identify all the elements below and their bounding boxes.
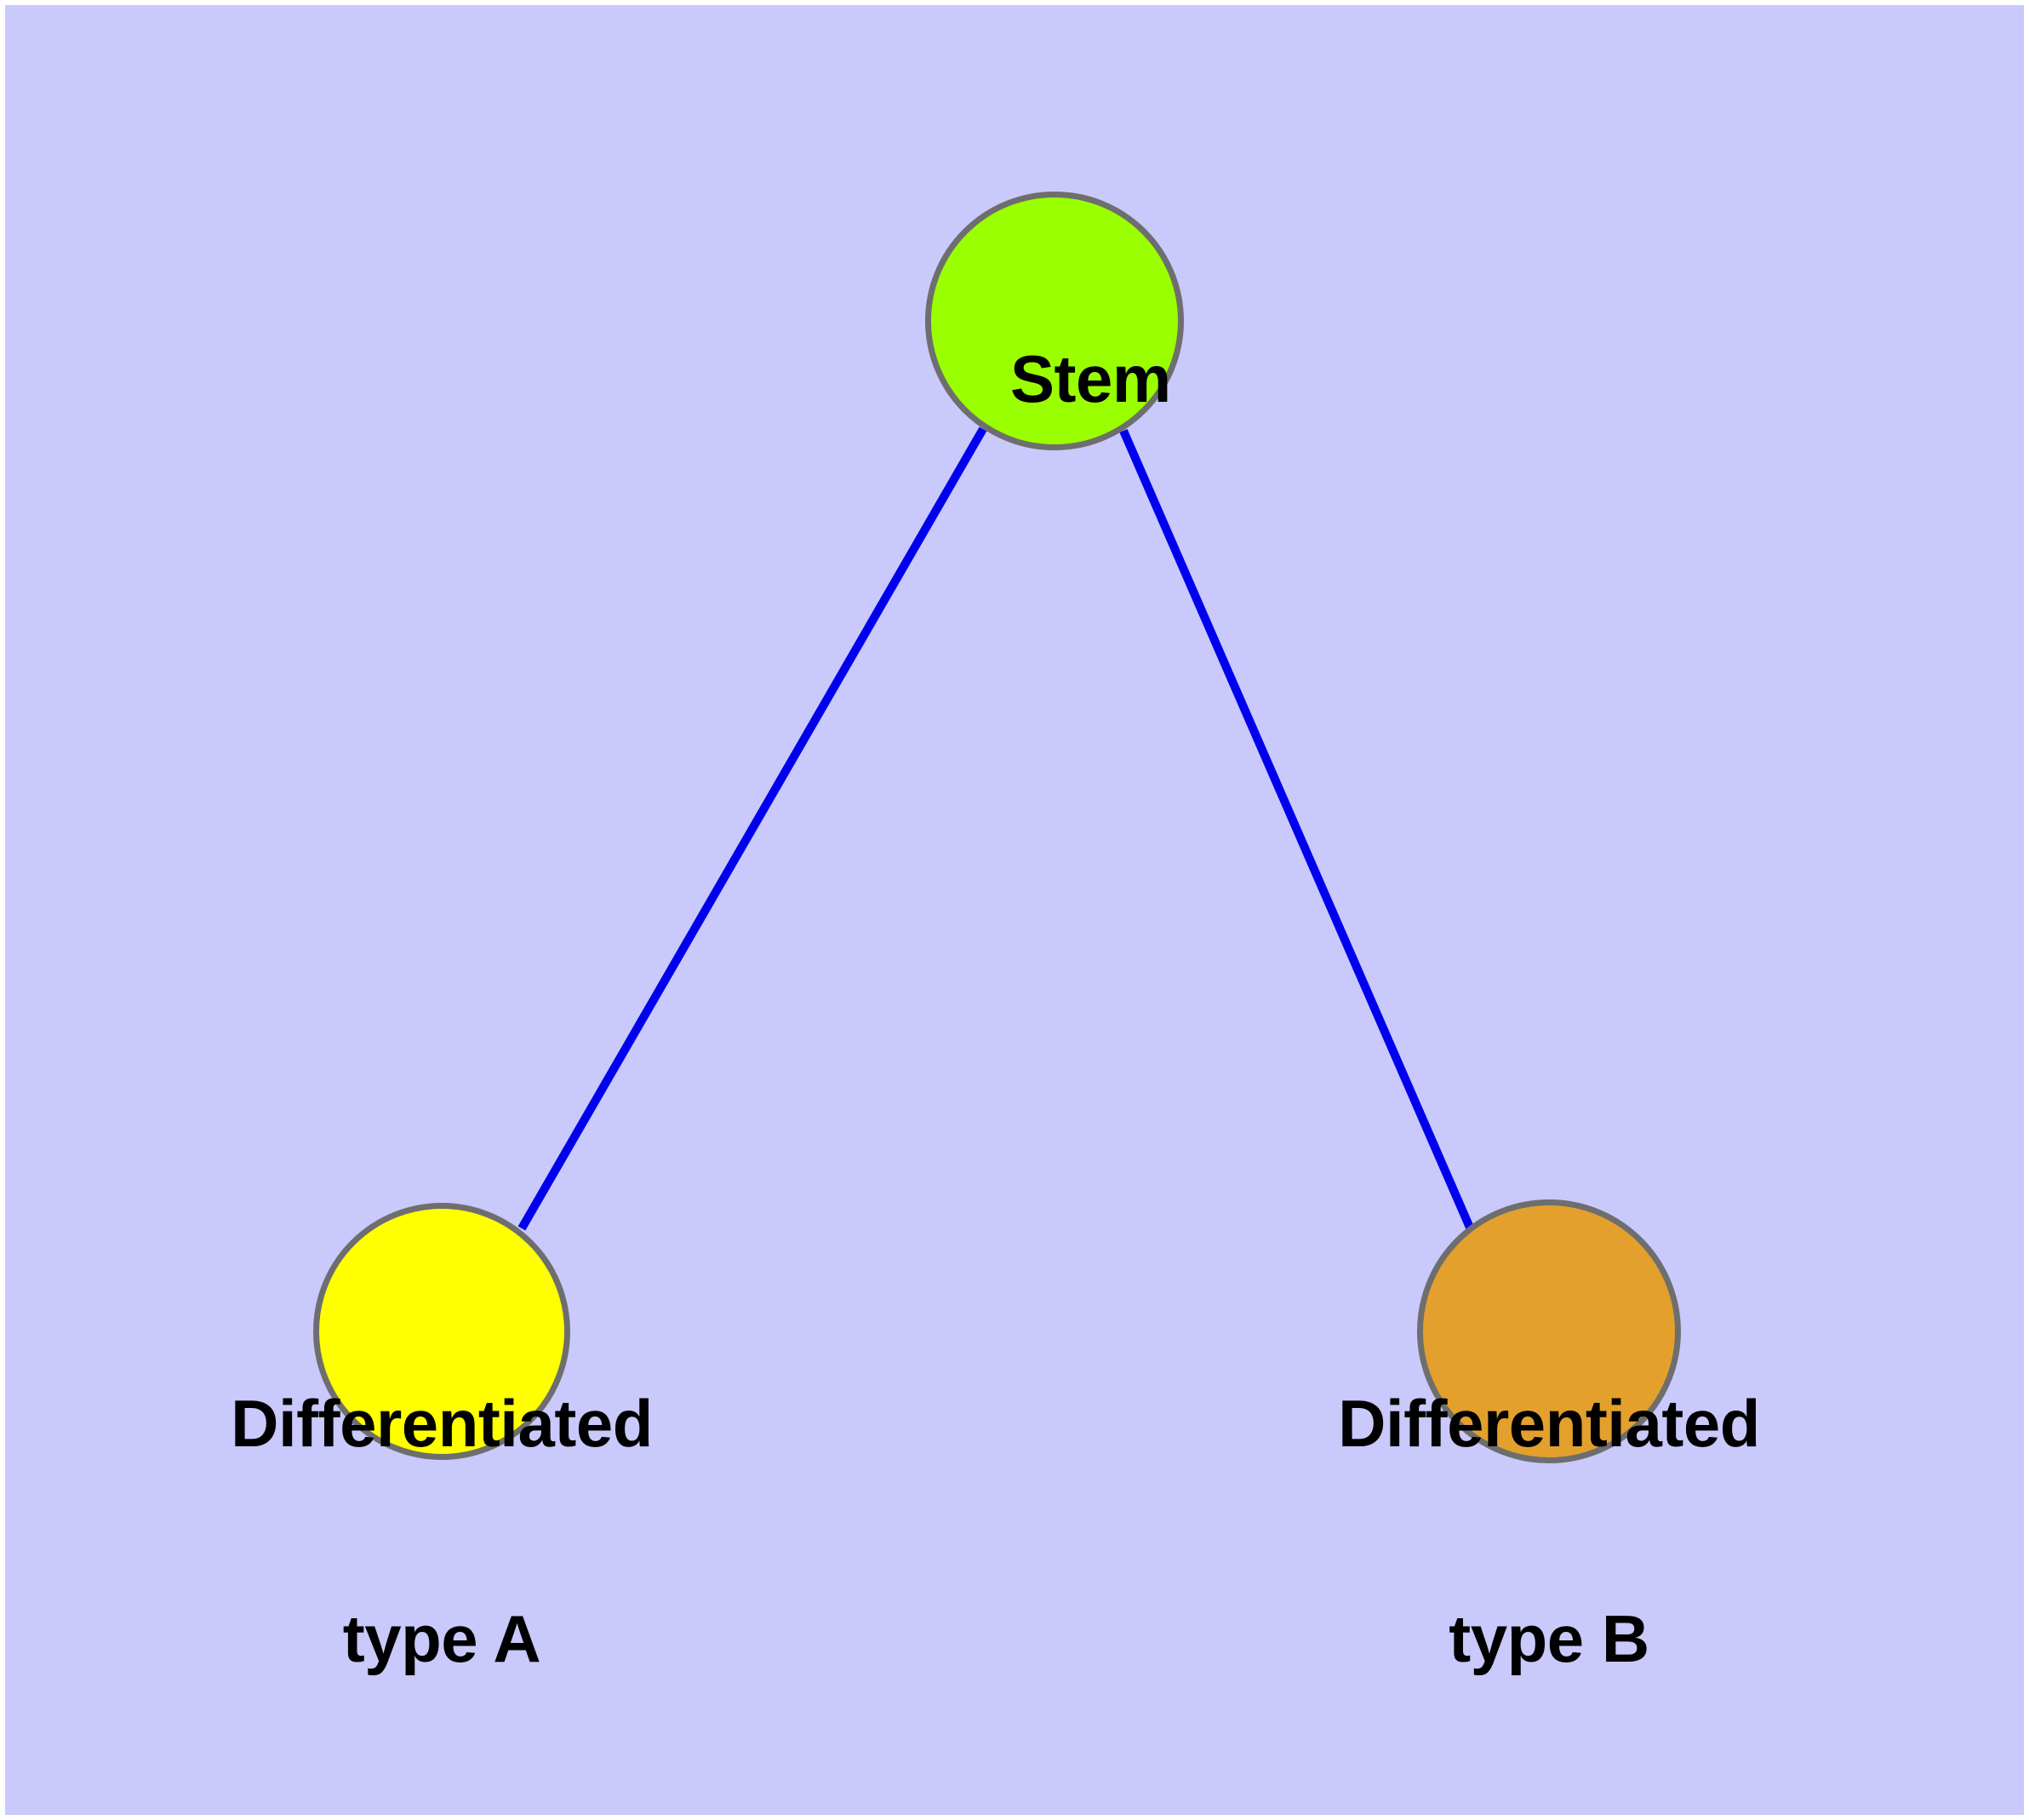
edge-stem-to-differentiated-type-a [517,426,987,1231]
node-layer [313,192,1681,1463]
edge-stem-to-differentiated-type-b [1119,429,1474,1229]
node-differentiated-type-a[interactable] [313,1203,570,1460]
edge-layer [517,426,1474,1231]
node-differentiated-type-b[interactable] [1417,1199,1681,1463]
node-stem[interactable] [925,192,1184,450]
